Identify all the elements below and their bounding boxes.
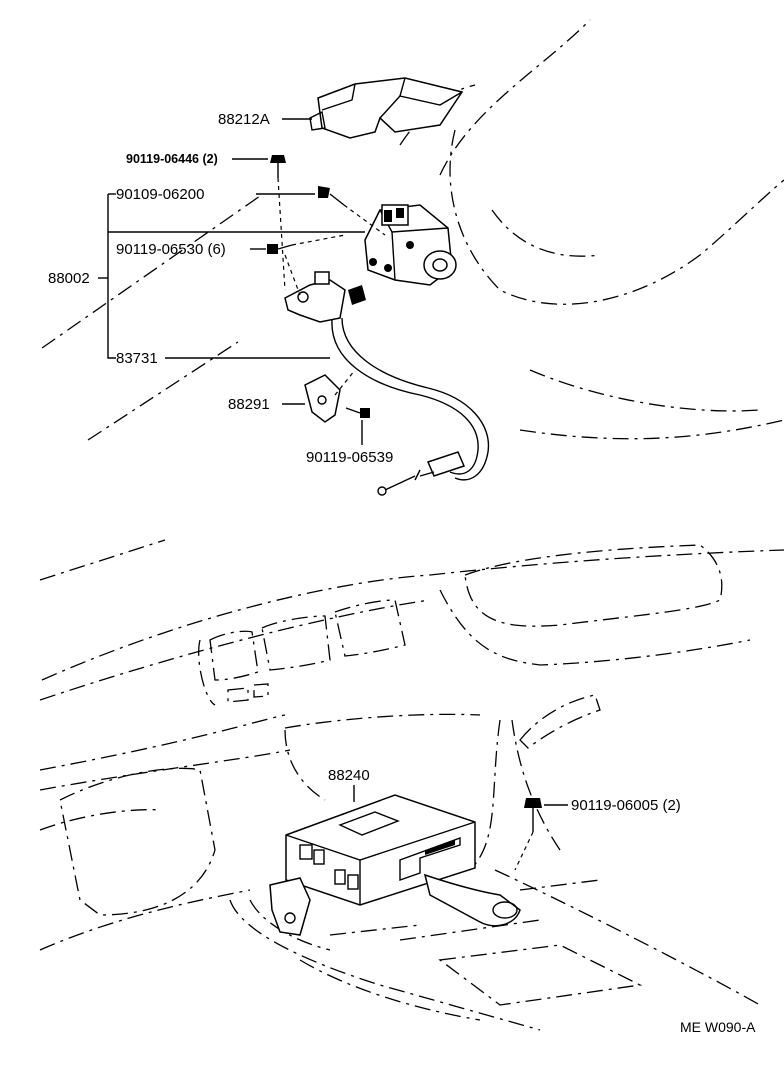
fasteners: [267, 155, 386, 418]
dashboard-outline: [39, 539, 784, 1031]
leader-lines-lower: [353, 785, 568, 806]
figure-code: ME W090-A: [680, 1019, 756, 1035]
leader-lines-upper: [98, 118, 365, 445]
bracket-part: [304, 374, 341, 423]
computer-part: [269, 794, 521, 936]
label-bolt-c: 90119-06539: [306, 449, 393, 466]
label-computer: 88240: [328, 767, 370, 784]
label-bolt-a: 90109-06200: [116, 186, 204, 203]
label-bolt-d: 90119-06005 (2): [571, 797, 681, 814]
label-screw-top: 90119-06446 (2): [126, 152, 218, 166]
label-cover: 88212A: [218, 111, 270, 128]
actuator-part: [364, 204, 457, 286]
label-bolt-b: 90119-06530 (6): [116, 241, 226, 258]
upper-body-outline: [41, 19, 784, 441]
bolt-d-part: [514, 798, 542, 871]
cable-part: [284, 271, 490, 496]
cover-part: [309, 77, 464, 139]
label-cable: 83731: [116, 350, 158, 367]
label-assembly: 88002: [48, 270, 90, 287]
label-bracket: 88291: [228, 396, 270, 413]
